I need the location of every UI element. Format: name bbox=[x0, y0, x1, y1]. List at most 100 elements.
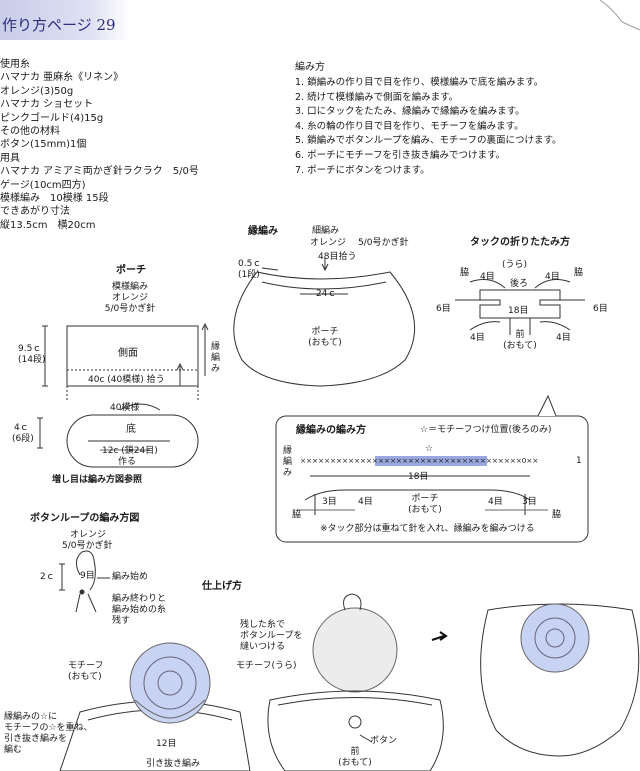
edging-arrowhead bbox=[201, 322, 209, 331]
bottom-oval bbox=[66, 414, 199, 468]
tuck-back-side: (うら) bbox=[502, 260, 528, 270]
chart-note: ☆＝モチーフつけ位置(後ろのみ) bbox=[420, 425, 552, 435]
chart-label-3: み bbox=[283, 468, 293, 478]
materials-item: ハマナカ 亜麻糸《リネン》 bbox=[0, 72, 124, 84]
edging-pouch-label: ポーチ bbox=[311, 327, 339, 337]
materials-item: ピンクゴールド(4)15g bbox=[0, 112, 104, 124]
materials-item: 使用糸 bbox=[0, 59, 30, 70]
pouch-title: ポーチ bbox=[116, 265, 146, 276]
pouch-color: オレンジ bbox=[111, 293, 148, 303]
materials-item: ハマナカ アミアミ両かぎ針ラクラク 5/0号 bbox=[0, 166, 199, 178]
finish-twelve: 12目 bbox=[156, 739, 177, 749]
edging-vertical-2: 編 bbox=[211, 353, 221, 363]
edging-pickup: 48目拾う bbox=[318, 252, 357, 262]
finish-motif-back: モチーフ(うら) bbox=[236, 661, 297, 671]
finish-thread-2: ボタンループを bbox=[240, 631, 303, 641]
loop-hook: 5/0号かぎ針 bbox=[62, 541, 113, 551]
edging-vertical-3: み bbox=[211, 364, 221, 374]
edging-rows: (1段) bbox=[238, 270, 260, 280]
edging-sub-2: オレンジ bbox=[310, 238, 347, 248]
chart-three-right: 3目 bbox=[522, 497, 537, 507]
chart-box bbox=[275, 415, 589, 543]
tuck-title: タックの折りたたみ方 bbox=[470, 237, 570, 248]
edging-pouch-outline bbox=[233, 271, 416, 387]
loop-end-2: 編み始めの糸 bbox=[112, 605, 167, 615]
pouch-pattern: 模様編み bbox=[111, 282, 148, 292]
tuck-side-right: 脇 bbox=[574, 268, 584, 278]
edging-vertical-1: 縁 bbox=[211, 342, 221, 352]
finish-attach-2: モチーフの☆を重ね、 bbox=[4, 723, 93, 733]
tuck-front-side: (おもて) bbox=[503, 341, 537, 351]
chart-four-right: 4目 bbox=[488, 497, 503, 507]
tuck-side-left: 脇 bbox=[460, 268, 470, 278]
finishing-title: 仕上げ方 bbox=[202, 581, 242, 592]
materials-item: ゲージ(10cm四方) bbox=[0, 179, 86, 191]
edging-sub-1: 細編み bbox=[312, 226, 340, 236]
tuck-four-tr: 4目 bbox=[545, 272, 560, 282]
arrow-icon bbox=[431, 631, 448, 641]
finish-front-side: (おもて) bbox=[338, 758, 372, 768]
finish-pouch-middle bbox=[267, 690, 444, 771]
loop-size: 2ｃ bbox=[40, 572, 55, 582]
tuck-six-left: 6目 bbox=[436, 304, 451, 314]
materials-item: ハマナカ ショセット bbox=[0, 99, 94, 111]
bottom-label: 底 bbox=[126, 424, 136, 435]
finish-front: 前 bbox=[350, 747, 360, 757]
loop-color: オレンジ bbox=[70, 530, 107, 540]
steps-title: 編み方 bbox=[295, 62, 325, 73]
materials-list: 使用糸 ハマナカ 亜麻糸《リネン》 オレンジ(3)50g ハマナカ ショセット … bbox=[0, 58, 199, 232]
tuck-arrow-left bbox=[469, 279, 506, 289]
tuck-four-bl: 4目 bbox=[470, 333, 485, 343]
chart-star: ☆ bbox=[425, 444, 434, 454]
chart-row-number: 1 bbox=[576, 456, 582, 466]
tuck-six-right: 6目 bbox=[593, 304, 608, 314]
materials-item: オレンジ(3)50g bbox=[0, 85, 74, 97]
step-item: 7. ポーチにボタンをつけます。 bbox=[295, 164, 430, 176]
materials-item: ボタン(15mm)1個 bbox=[0, 139, 87, 151]
side-height-label: 9.5ｃ bbox=[18, 344, 42, 354]
chart-label-1: 縁 bbox=[283, 446, 293, 456]
header-band bbox=[0, 0, 130, 40]
chart-highlight bbox=[375, 456, 487, 466]
chart-three-left: 3目 bbox=[322, 497, 337, 507]
step-item: 5. 鎖編みでボタンループを編み、モチーフの裏面につけます。 bbox=[295, 135, 562, 147]
materials-item: 縦13.5cm 横20cm bbox=[0, 219, 96, 231]
motif-front bbox=[129, 642, 211, 724]
pickup-arrowhead bbox=[176, 362, 184, 371]
materials-item: 用具 bbox=[0, 152, 20, 164]
chart-footnote: ※タック部分は重ねて針を入れ、縁編みを編みつける bbox=[320, 524, 535, 534]
chart-callout bbox=[537, 394, 557, 417]
tuck-front: 前 bbox=[515, 330, 525, 340]
tuck-four-tl: 4目 bbox=[480, 272, 495, 282]
pouch-hook: 5/0号かぎ針 bbox=[104, 304, 156, 314]
page-title: 作り方ページ 29 bbox=[2, 16, 116, 34]
chart-stitch-row: ×××××××××××××××××××××××××××××××××××××0×× bbox=[300, 456, 539, 465]
materials-item: できあがり寸法 bbox=[0, 206, 70, 218]
finish-motif-front-2: (おもて) bbox=[68, 672, 102, 682]
bottom-motif-label: 40模様 bbox=[110, 403, 140, 413]
increase-note: 増し目は編み方図参照 bbox=[52, 475, 143, 485]
step-item: 1. 鎖編みの作り目で目を作り、模様編みで底を編みます。 bbox=[295, 77, 544, 88]
edging-hook: 5/0号かぎ針 bbox=[358, 238, 409, 248]
loop-end-1: 編み終わりと bbox=[112, 594, 167, 604]
chain-label: 12c (鎖24目) bbox=[102, 446, 158, 456]
finish-thread-1: 残した糸で bbox=[240, 620, 286, 630]
materials-item: その他の材料 bbox=[0, 126, 60, 138]
step-item: 3. 口にタックをたたみ、縁編みで縁編みを編みます。 bbox=[295, 106, 525, 118]
chart-front-label: (おもて) bbox=[408, 505, 442, 515]
finish-pouch-right bbox=[480, 603, 640, 757]
edging-width: 24ｃ bbox=[316, 289, 337, 299]
edging-title: 縁編み bbox=[248, 226, 278, 237]
button-circle bbox=[348, 715, 362, 729]
stitch-pickup-label: 40c (40模様) 拾う bbox=[88, 375, 165, 385]
chain-make-label: 作る bbox=[118, 457, 137, 467]
finish-attach-3: 引き抜き編みを bbox=[4, 734, 68, 744]
bottom-rows-label: (6段) bbox=[12, 434, 34, 444]
tuck-eighteen: 18目 bbox=[508, 306, 529, 316]
chart-label-2: 編 bbox=[283, 457, 293, 467]
chart-four-left: 4目 bbox=[358, 497, 373, 507]
finish-attach-4: 編む bbox=[4, 745, 23, 755]
loop-chains: 9目 bbox=[80, 571, 95, 581]
side-label: 側面 bbox=[118, 348, 138, 359]
